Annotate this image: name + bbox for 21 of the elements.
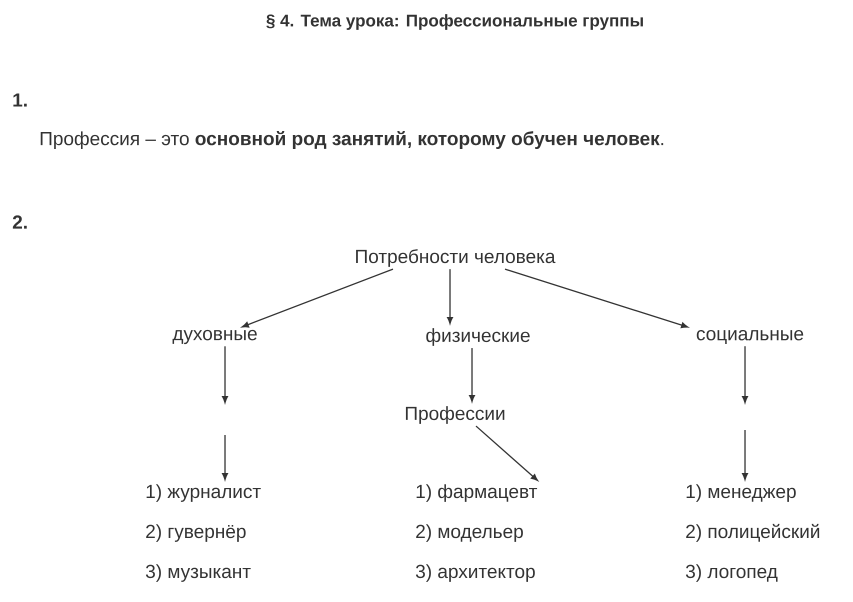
category-text: социальные xyxy=(696,330,804,344)
list-text: 1) фармацевт 2) модельер 3) архитектор xyxy=(416,484,538,582)
heading-text: Профессии xyxy=(406,406,504,424)
category-text: духовные xyxy=(172,330,257,344)
arrow xyxy=(242,268,394,328)
arrow xyxy=(476,426,538,481)
arrow xyxy=(504,268,688,328)
arrow xyxy=(222,346,228,404)
arrow xyxy=(222,435,228,480)
task-number: 2. xyxy=(12,215,27,229)
arrow xyxy=(742,346,748,404)
arrow xyxy=(447,269,453,324)
arrow xyxy=(469,348,475,402)
list-text: 1) менеджер 2) полицейский 3) логопед xyxy=(686,484,820,582)
list-text: 1) журналист 2) гувернёр 3) музыкант xyxy=(146,484,261,582)
arrow xyxy=(742,430,748,480)
category-text: физические xyxy=(426,328,530,346)
heading-text: Потребности человека xyxy=(356,249,556,267)
definition-text: Профессия – это основной род занятий, которому обучен человек. xyxy=(40,130,664,150)
task-number: 1. xyxy=(13,93,27,107)
title: § 4. Тема урока: Профессиональные группы xyxy=(266,14,643,30)
